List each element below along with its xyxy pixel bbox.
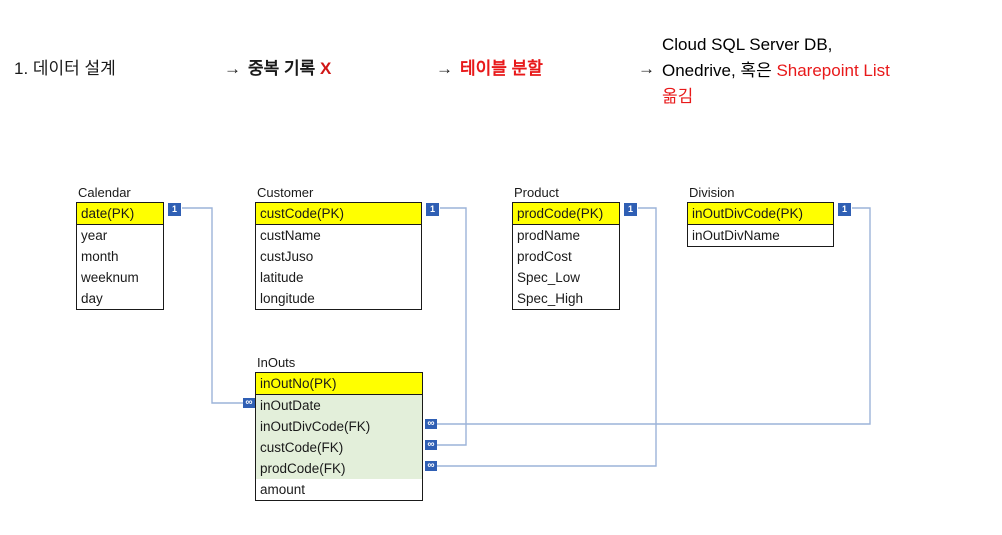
field-product-prodname[interactable]: prodName [513, 225, 619, 246]
field-product-prodcode[interactable]: prodCode(PK) [513, 203, 619, 225]
entity-division-title: Division [689, 185, 735, 200]
entity-product-fields: prodCode(PK) prodName prodCost Spec_Low … [512, 202, 620, 310]
entity-calendar-fields: date(PK) year month weeknum day [76, 202, 164, 310]
flow-step-2-label: 중복 기록 X [248, 56, 331, 81]
flow-arrow-1-icon: → [224, 59, 241, 78]
field-calendar-month[interactable]: month [77, 246, 163, 267]
relationship-badge-many-inoutdate: ∞ [243, 398, 255, 408]
relationship-badge-many-custcode: ∞ [425, 440, 437, 450]
flow-step-4-label: Cloud SQL Server DB, Onedrive, 혹은 Sharep… [662, 32, 998, 110]
entity-calendar[interactable]: Calendar date(PK) year month weeknum day [76, 185, 164, 310]
relationship-badge-one-product: 1 [624, 203, 637, 216]
entity-inouts[interactable]: InOuts inOutNo(PK) inOutDate inOutDivCod… [255, 355, 423, 501]
entity-customer-fields: custCode(PK) custName custJuso latitude … [255, 202, 422, 310]
field-calendar-date[interactable]: date(PK) [77, 203, 163, 225]
field-product-spec-low[interactable]: Spec_Low [513, 267, 619, 288]
field-product-prodcost[interactable]: prodCost [513, 246, 619, 267]
flow-arrow-2-icon: → [436, 59, 453, 78]
field-calendar-day[interactable]: day [77, 288, 163, 309]
flow-step-4-line2a: Onedrive, 혹은 [662, 61, 777, 80]
field-customer-longitude[interactable]: longitude [256, 288, 421, 309]
flow-arrow-3-icon: → [638, 59, 655, 78]
connector-customer-inouts [437, 207, 467, 446]
flow-step-4-line3: 옮김 [662, 87, 694, 106]
entity-inouts-title: InOuts [257, 355, 296, 370]
field-inouts-amount[interactable]: amount [256, 479, 422, 500]
relationship-badge-one-customer: 1 [426, 203, 439, 216]
connector-calendar-inouts [182, 207, 247, 404]
relationship-badge-many-inoutdivcode: ∞ [425, 419, 437, 429]
field-calendar-year[interactable]: year [77, 225, 163, 246]
field-calendar-weeknum[interactable]: weeknum [77, 267, 163, 288]
relationship-badge-many-prodcode: ∞ [425, 461, 437, 471]
entity-product[interactable]: Product prodCode(PK) prodName prodCost S… [512, 185, 620, 310]
field-product-spec-high[interactable]: Spec_High [513, 288, 619, 309]
field-division-inoutdivname[interactable]: inOutDivName [688, 225, 833, 246]
flow-step-4-line1: Cloud SQL Server DB, [662, 35, 833, 54]
field-inouts-custcode[interactable]: custCode(FK) [256, 437, 422, 458]
entity-division-fields: inOutDivCode(PK) inOutDivName [687, 202, 834, 247]
entity-calendar-title: Calendar [78, 185, 131, 200]
flow-step-2-x-mark: X [320, 59, 332, 78]
flow-step-2-text: 중복 기록 [248, 59, 321, 78]
flow-step-3-label: 테이블 분할 [460, 59, 543, 78]
relationship-badge-one-calendar: 1 [168, 203, 181, 216]
flow-step-1-label: 1. 데이터 설계 [14, 59, 116, 78]
field-inouts-inoutdate[interactable]: inOutDate [256, 395, 422, 416]
entity-product-title: Product [514, 185, 559, 200]
field-customer-custjuso[interactable]: custJuso [256, 246, 421, 267]
process-flow-header: 1. 데이터 설계 → 중복 기록 X → 테이블 분할 → Cloud SQL… [0, 0, 1002, 140]
field-customer-custname[interactable]: custName [256, 225, 421, 246]
entity-division[interactable]: Division inOutDivCode(PK) inOutDivName [687, 185, 834, 247]
entity-inouts-fields: inOutNo(PK) inOutDate inOutDivCode(FK) c… [255, 372, 423, 501]
field-inouts-prodcode[interactable]: prodCode(FK) [256, 458, 422, 479]
field-division-inoutdivcode[interactable]: inOutDivCode(PK) [688, 203, 833, 225]
field-customer-latitude[interactable]: latitude [256, 267, 421, 288]
field-customer-custcode[interactable]: custCode(PK) [256, 203, 421, 225]
entity-customer[interactable]: Customer custCode(PK) custName custJuso … [255, 185, 422, 310]
relationship-badge-one-division: 1 [838, 203, 851, 216]
flow-step-4-line2b: Sharepoint List [776, 61, 890, 80]
field-inouts-inoutdivcode[interactable]: inOutDivCode(FK) [256, 416, 422, 437]
field-inouts-inoutno[interactable]: inOutNo(PK) [256, 373, 422, 395]
entity-customer-title: Customer [257, 185, 314, 200]
